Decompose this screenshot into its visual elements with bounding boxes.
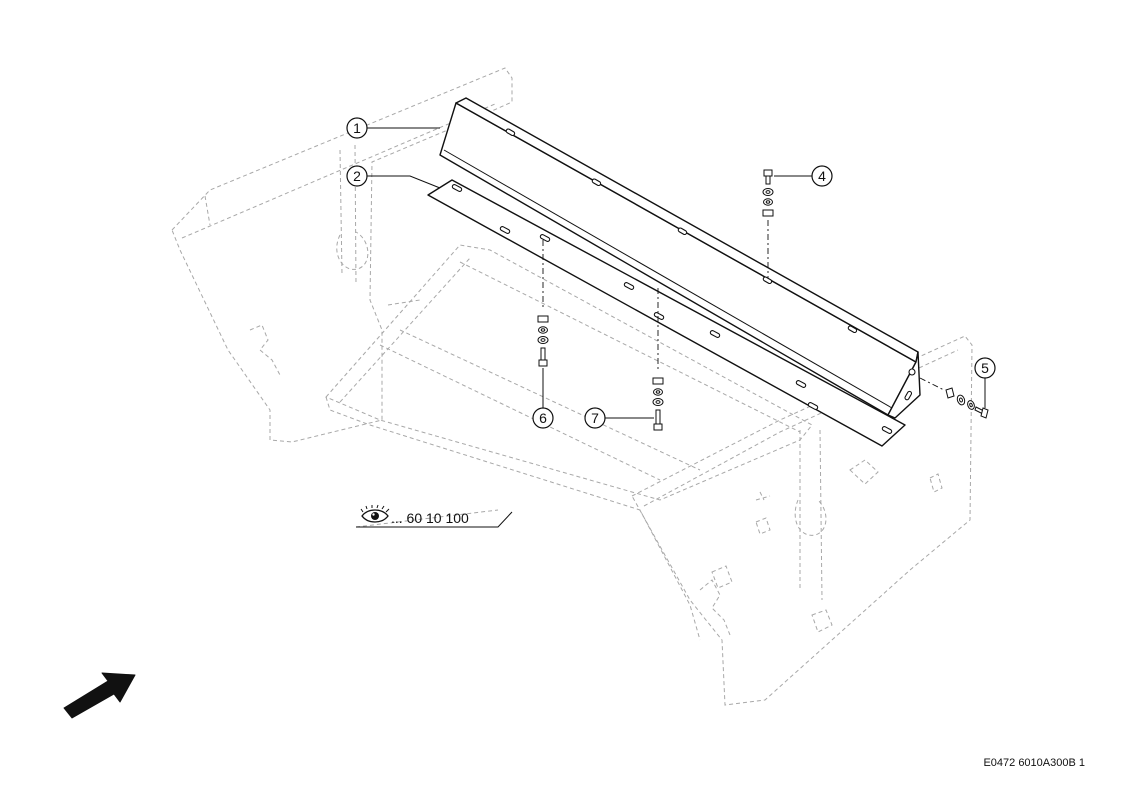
- hardware-stack-6: [537, 240, 549, 367]
- hardware-stack-4: [762, 169, 774, 278]
- left-side-wall: [171, 67, 513, 443]
- callout-7: 7: [584, 407, 654, 429]
- arrow-icon: [63, 672, 136, 719]
- callout-6: 6: [532, 368, 554, 429]
- hardware-stack-7: [652, 288, 664, 431]
- channel-slots: [505, 128, 916, 401]
- callout-7-label: 7: [591, 410, 599, 426]
- reference-text: ... 60 10 100: [391, 510, 469, 526]
- plate-slots: [451, 184, 893, 434]
- eye-icon: [360, 504, 390, 523]
- reference-note: ... 60 10 100: [356, 504, 513, 528]
- bottom-pan: [325, 244, 813, 501]
- drawing-code: E0472 6010A300B 1: [983, 757, 1085, 769]
- callout-5: 5: [974, 357, 996, 408]
- callout-6-label: 6: [539, 410, 547, 426]
- callout-2: 2: [346, 165, 441, 189]
- part-2-plate: [427, 179, 906, 447]
- callout-4: 4: [774, 165, 833, 187]
- part-1-channel: [439, 97, 921, 419]
- hardware-stack-5: [919, 377, 989, 419]
- callout-4-label: 4: [818, 168, 826, 184]
- callout-5-label: 5: [981, 360, 989, 376]
- callout-1-label: 1: [353, 120, 361, 136]
- callout-1: 1: [346, 117, 440, 139]
- callout-2-label: 2: [353, 168, 361, 184]
